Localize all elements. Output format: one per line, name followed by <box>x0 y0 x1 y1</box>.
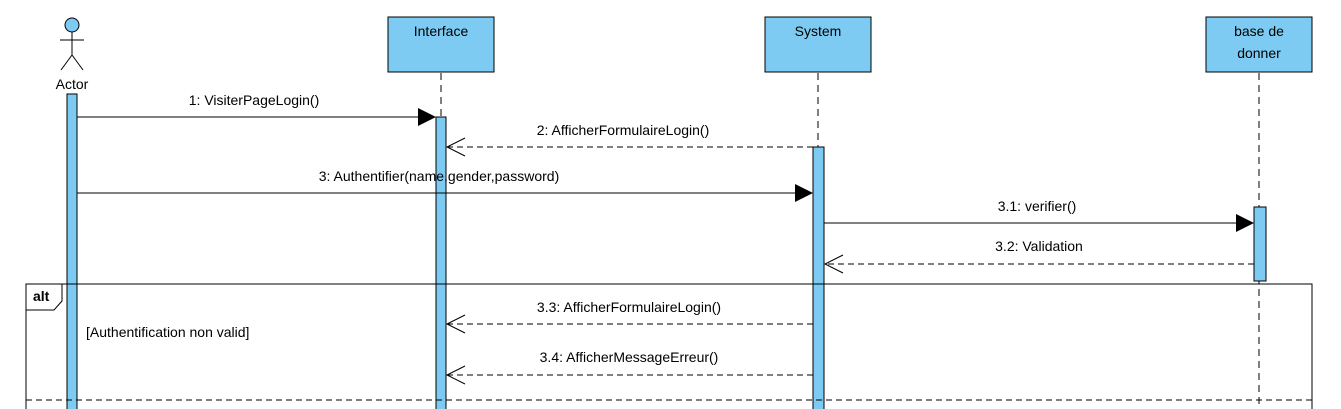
lifeline-system-label: System <box>795 23 842 39</box>
alt-fragment-operator: alt <box>33 288 50 304</box>
lifeline-system-box[interactable] <box>764 16 872 73</box>
alt-fragment-tab <box>25 283 63 311</box>
message-3-1-arrowhead <box>1236 214 1254 232</box>
lifeline-database-label-line2: donner <box>1237 45 1281 61</box>
message-3-3-arrowhead <box>445 314 466 334</box>
message-3-2-arrowhead <box>823 254 844 274</box>
actor-label: Actor <box>56 76 89 92</box>
message-3-1-label: 3.1: verifier() <box>998 198 1077 214</box>
message-3-2-label: 3.2: Validation <box>995 238 1083 254</box>
message-3-4-label: 3.4: AfficherMessageErreur() <box>540 349 719 365</box>
message-3-label: 3: Authentifier(name,gender,password) <box>319 168 559 184</box>
alt-fragment-guard: [Authentification non valid] <box>86 324 249 340</box>
message-3-arrowhead <box>795 184 813 202</box>
activation-system <box>812 146 825 409</box>
message-1-label: 1: VisiterPageLogin() <box>189 92 319 108</box>
lifeline-database-box[interactable] <box>1205 16 1313 73</box>
message-3-3-label: 3.3: AfficherFormulaireLogin() <box>537 299 721 315</box>
lifeline-interface-box[interactable] <box>387 16 495 73</box>
activation-database <box>1253 206 1267 282</box>
lifeline-database-label-line1: base de <box>1234 23 1284 39</box>
message-1-arrowhead <box>418 108 436 126</box>
actor-icon <box>60 17 84 71</box>
message-2-arrowhead <box>445 137 466 157</box>
activation-interface <box>435 116 447 409</box>
message-3-4-arrowhead <box>445 365 466 385</box>
message-2-label: 2: AfficherFormulaireLogin() <box>537 122 709 138</box>
alt-fragment-frame <box>25 283 1313 409</box>
activation-actor <box>66 93 78 409</box>
lifeline-interface-label: Interface <box>414 23 469 39</box>
